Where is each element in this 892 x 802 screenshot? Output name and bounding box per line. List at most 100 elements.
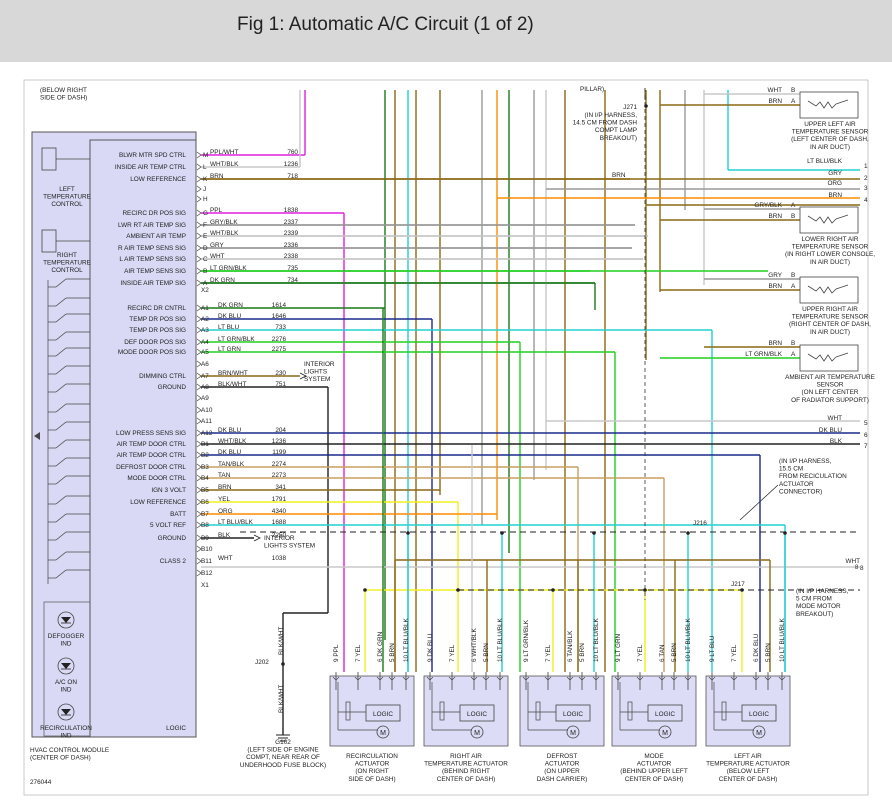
actuator-name: (BELOW LEFT	[727, 768, 770, 775]
right-temperature-control-label: CONTROL	[51, 267, 83, 274]
wire-color-label: WHT/BLK	[210, 161, 239, 168]
actuator-name: RECIRCULATION	[346, 753, 398, 760]
sensor-pin-label: B	[791, 272, 795, 279]
switch-icon	[55, 421, 67, 431]
wire-color-label: GRY/BLK	[210, 219, 238, 226]
j216-note: ACTUATOR	[779, 481, 814, 488]
actuator-pin-label: 10 LT BLU/BLK	[779, 617, 786, 662]
wire-color-label: BRN	[829, 192, 843, 199]
actuator-potentiometer-icon	[721, 701, 727, 721]
ac-on-indicator-icon	[57, 657, 75, 675]
connector-pin-label: B8	[201, 522, 209, 529]
circuit-number: 1838	[284, 207, 299, 214]
actuator-potentiometer-icon	[535, 701, 541, 721]
actuator-potentiometer-icon	[439, 701, 445, 721]
pin-chevron	[196, 338, 202, 346]
wire-color-label: WHT	[210, 253, 225, 260]
pin-chevron	[196, 348, 202, 356]
switch-icon	[55, 365, 67, 375]
sensor-name: LOWER RIGHT AIR	[801, 236, 858, 243]
j217-note: (IN I/P HARNESS,	[796, 588, 849, 595]
pin-chevron	[614, 676, 622, 681]
pin-chevron	[496, 676, 504, 681]
connector-x2-label: X2	[201, 287, 209, 294]
circuit-number: 2339	[284, 230, 299, 237]
recirculation-indicator-icon	[61, 709, 71, 715]
pin-chevron	[196, 255, 202, 263]
actuator-potentiometer-icon	[345, 701, 351, 721]
wire-color-label: DK GRN	[218, 302, 243, 309]
connector-pin-label: C	[203, 256, 208, 263]
wire-color-label: BRN	[769, 213, 783, 220]
connector-pin-label: L	[203, 164, 207, 171]
motor-symbol: M	[380, 730, 386, 737]
actuator-name: CENTER OF DASH)	[625, 776, 684, 783]
pin-chevron	[196, 315, 202, 323]
module-signal-label: RECIRC DR CNTRL	[127, 305, 186, 312]
j216-note: 15.5 CM	[779, 466, 803, 473]
recirculation-indicator-label: RECIRCULATION	[40, 725, 92, 732]
actuator-pin-label: 7 YEL	[637, 644, 644, 662]
pin-chevron	[636, 676, 644, 681]
sensor-pin-label: B	[791, 87, 795, 94]
module-signal-label: TEMP DR POS SIG	[129, 327, 186, 334]
motor-symbol: M	[756, 730, 762, 737]
sensor-name: UPPER LEFT AIR	[804, 121, 856, 128]
wire-color-label: LT BLU/BLK	[807, 158, 843, 165]
g102-note: COMPT, NEAR REAR OF	[246, 754, 320, 761]
ac-on-indicator-label: A/C ON	[55, 679, 77, 686]
connector-pin-label: A2	[201, 316, 209, 323]
connector-pin-label: A	[203, 280, 208, 287]
wire-color-label: BLK/WHT	[278, 626, 285, 655]
module-signal-label: LWR RT AIR TEMP SIG	[118, 222, 186, 229]
switch-icon	[55, 297, 67, 307]
motor-symbol: M	[662, 730, 668, 737]
defogger-indicator-label: IND	[60, 641, 71, 648]
module-signal-label: CLASS 2	[160, 558, 187, 565]
pin-chevron	[196, 326, 202, 334]
actuator-pin-label: 9 LT GRN	[615, 633, 622, 662]
connector-pin-label: M	[203, 152, 208, 159]
actuator-pin-label: 9 DK BLU	[427, 633, 434, 662]
actuator-pin-label: 10 LT BLU/BLK	[593, 617, 600, 662]
connector-pin-label: B4	[201, 475, 209, 482]
pin-chevron	[730, 676, 738, 681]
wire-color-label: BRN/WHT	[218, 370, 248, 377]
module-signal-label: DEF DOOR POS SIG	[124, 339, 186, 346]
pin-chevron	[778, 676, 786, 681]
thermistor-icon	[835, 99, 849, 105]
ac-on-indicator-label: IND	[60, 687, 71, 694]
wire-color-label: LT GRN/BLK	[745, 351, 782, 358]
connector-pin-label: H	[203, 196, 208, 203]
wire-color-label: WHT	[827, 415, 842, 422]
connector-pin-label: A10	[201, 407, 213, 414]
wire-color-label: ORG	[827, 180, 842, 187]
j271-note: BREAKOUT)	[600, 135, 637, 142]
defogger-indicator-icon	[61, 617, 71, 623]
pin-chevron	[658, 676, 666, 681]
wire-layer	[42, 90, 860, 735]
wire-color-label: PPL	[210, 207, 223, 214]
wire-color-label: LT BLU	[218, 324, 239, 331]
pin-chevron	[708, 676, 716, 681]
sensor-pin-label: A	[791, 98, 796, 105]
j216-label: J216	[693, 520, 707, 527]
actuator-box	[423, 675, 509, 747]
pin-chevron	[470, 676, 478, 681]
actuator-logic-box	[365, 704, 401, 722]
actuator-name: CENTER OF DASH)	[437, 776, 496, 783]
interior-lights-label: LIGHTS	[304, 369, 327, 376]
actuator-pin-label: 10 LT BLU/BLK	[403, 617, 410, 662]
thermistor-icon	[835, 352, 849, 358]
actuator-logic-box	[647, 704, 683, 722]
interior-lights-label: INTERIOR	[264, 535, 295, 542]
connector-pin-label: D	[203, 245, 208, 252]
wire-color-label: GRY/BLK	[754, 202, 782, 209]
j217-note: BREAKOUT)	[796, 611, 833, 618]
module-signal-label: AIR TEMP DOOR CTRL	[117, 452, 187, 459]
pin-chevron	[566, 676, 574, 681]
indicator-group	[43, 601, 91, 737]
sensor-pin-label: A	[791, 283, 796, 290]
pin-chevron	[196, 394, 202, 402]
